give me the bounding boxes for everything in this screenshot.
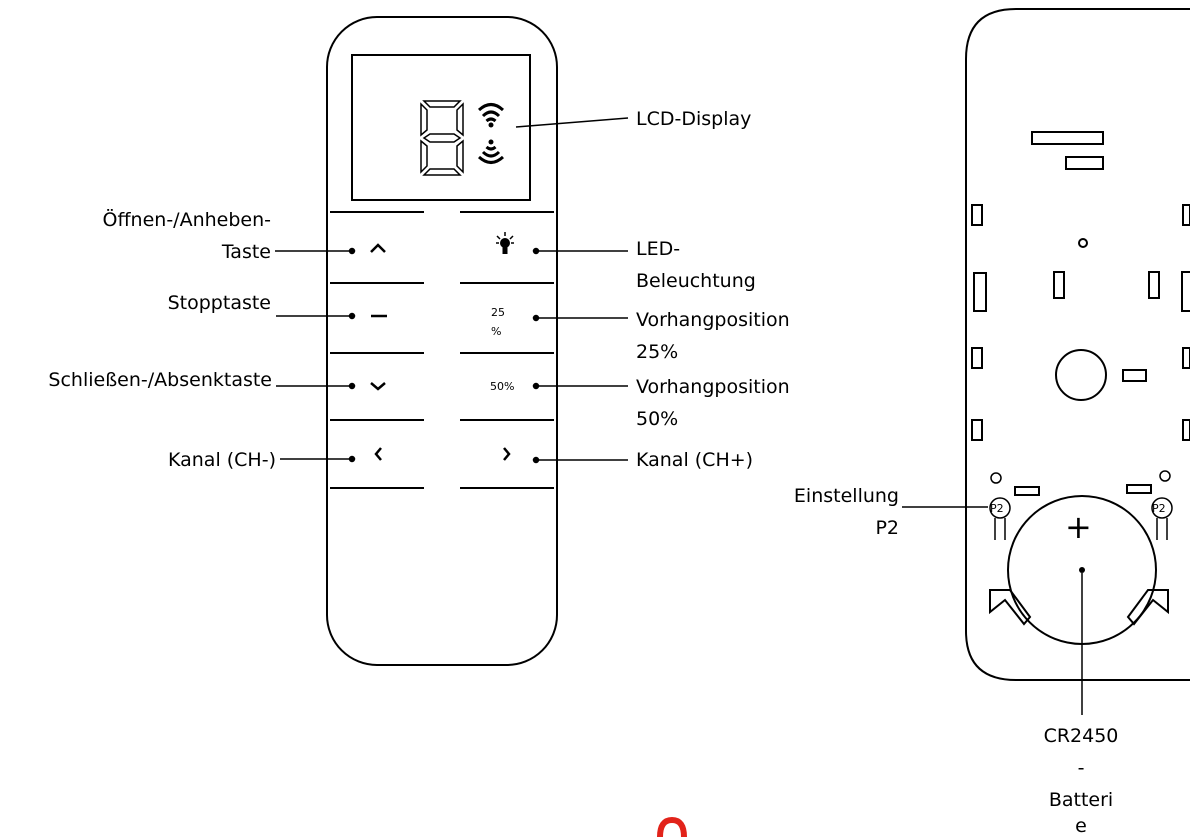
callout-lines-front — [275, 117, 629, 464]
led-label-line1: LED- — [636, 238, 680, 260]
button-dividers — [330, 211, 554, 489]
battery-label-line2: - — [1078, 757, 1085, 779]
position-50-label: 50% — [490, 380, 514, 393]
red-marker — [657, 816, 687, 837]
signal-icon — [477, 139, 505, 164]
chevron-right-icon — [503, 447, 511, 461]
position-50-label-line1: Vorhangposition — [636, 376, 790, 398]
battery-label-line1: CR2450 — [1044, 725, 1119, 747]
p2-setting-label-line1: Einstellung — [794, 485, 899, 507]
remote-back-body — [965, 8, 1190, 681]
channel-plus-label: Kanal (CH+) — [636, 449, 753, 471]
remote-front: 25 % 50% — [326, 16, 558, 666]
svg-text:P2: P2 — [1152, 502, 1166, 515]
position-25-label-top: 25 — [491, 306, 505, 319]
position-25-label-line2: 25% — [636, 341, 678, 363]
lcd-screen — [351, 54, 531, 201]
p2-contact-left: P2 — [989, 497, 1011, 540]
battery-clip-left — [989, 589, 1032, 626]
battery-label-line4: e — [1075, 815, 1087, 837]
battery-clip-right — [1126, 589, 1169, 626]
open-label-line1: Öffnen-/Anheben- — [103, 208, 272, 231]
open-button[interactable] — [370, 243, 386, 253]
remote-front-body — [326, 16, 558, 666]
svg-text:P2: P2 — [990, 502, 1004, 515]
chevron-left-icon — [374, 447, 382, 461]
p2-setting-label-line2: P2 — [875, 517, 899, 539]
chevron-up-icon — [370, 243, 386, 253]
led-label-line2: Beleuchtung — [636, 270, 756, 292]
battery-plus-sign: + — [1065, 508, 1092, 546]
channel-minus-button[interactable] — [374, 447, 382, 461]
position-25-label-line1: Vorhangposition — [636, 309, 790, 331]
seven-segment-digit — [420, 100, 464, 176]
p2-contact-right: P2 — [1151, 497, 1173, 540]
led-button[interactable] — [496, 232, 514, 254]
position-25-button[interactable]: 25 % — [491, 306, 505, 338]
lcd-display-label: LCD-Display — [636, 108, 751, 130]
position-50-label-line2: 50% — [636, 408, 678, 430]
channel-plus-button[interactable] — [503, 447, 511, 461]
close-label: Schließen-/Absenktaste — [48, 369, 272, 391]
wifi-icon — [477, 103, 505, 128]
open-label-line2: Taste — [221, 241, 271, 263]
stop-label: Stopptaste — [168, 292, 271, 314]
position-25-label-bottom: % — [491, 325, 501, 338]
battery-label-line3: Batteri — [1049, 789, 1113, 811]
remote-back: P2 P2 + — [965, 8, 1190, 681]
light-bulb-icon — [496, 232, 514, 254]
close-button[interactable] — [370, 382, 386, 391]
position-50-button[interactable]: 50% — [490, 380, 514, 393]
chevron-down-icon — [370, 382, 386, 391]
channel-minus-label: Kanal (CH-) — [168, 449, 276, 471]
